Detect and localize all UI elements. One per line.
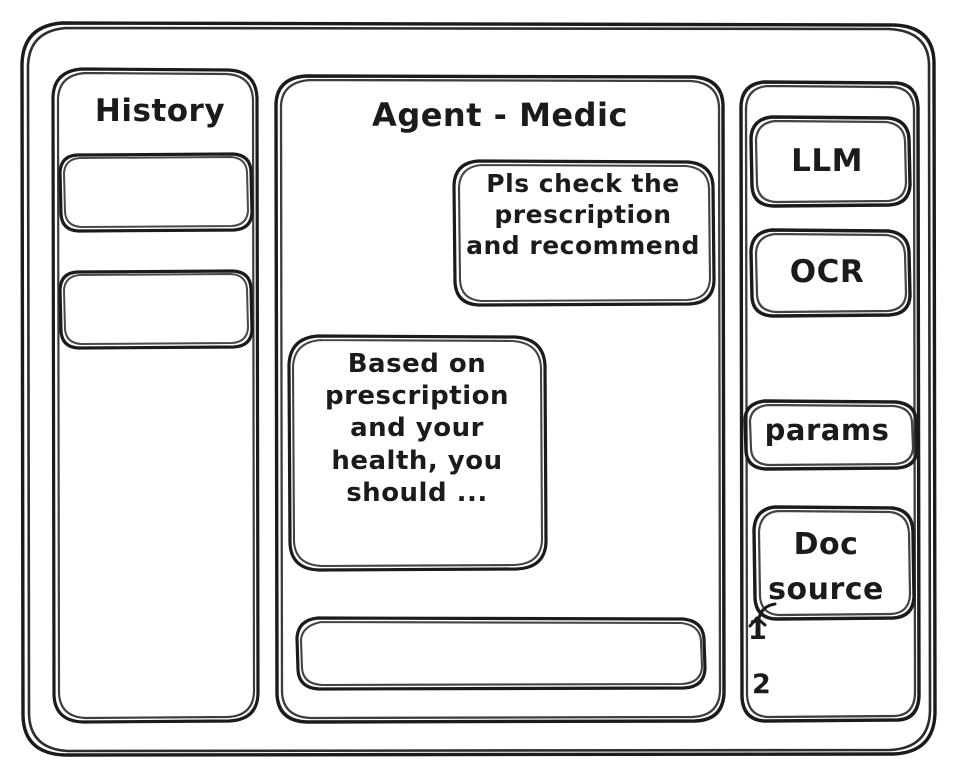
composer-input[interactable] [297, 618, 705, 689]
main-panel-title: Agent - Medic [372, 96, 628, 134]
user-message-bubble: Pls check the prescription and recommend [466, 169, 700, 260]
params-button[interactable]: params [764, 413, 890, 447]
agent-message-bubble: Based on prescription and your health, y… [324, 349, 509, 508]
history-item-1[interactable] [60, 154, 252, 231]
history-panel-title: History [94, 93, 226, 129]
history-item-2[interactable] [60, 271, 252, 348]
doc-source-button[interactable]: Doc source [768, 527, 884, 607]
ocr-button[interactable]: OCR [789, 254, 865, 290]
doc-source-item-1[interactable]: 1 [748, 615, 768, 646]
doc-source-item-2[interactable]: 2 [752, 669, 772, 700]
llm-button[interactable]: LLM [791, 143, 863, 179]
